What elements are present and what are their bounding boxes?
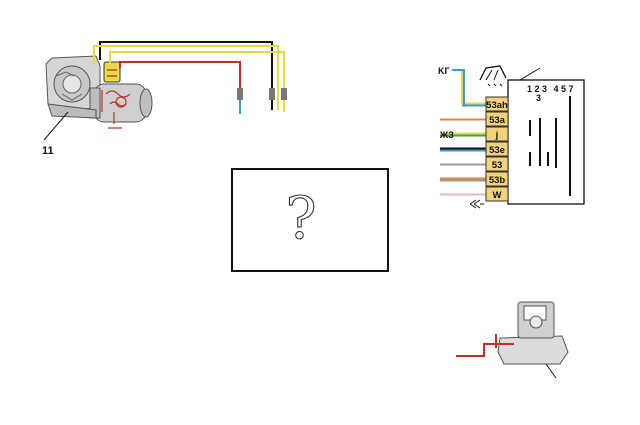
pin-box — [485, 186, 509, 202]
pin-label: 53a — [489, 115, 506, 126]
pin-box — [485, 156, 509, 172]
wire-red — [119, 61, 241, 112]
contact-bars — [529, 96, 571, 196]
pin-box — [485, 171, 509, 187]
switch-body — [507, 79, 585, 205]
pin-box — [485, 111, 509, 127]
motor-callout-number: 11 — [42, 145, 54, 157]
question-box-frame — [231, 168, 389, 272]
question-mark: ? — [285, 184, 316, 252]
limit-switch-red-wire — [456, 343, 514, 357]
pin-label: j — [495, 130, 499, 141]
pin-wire — [452, 69, 465, 105]
pin-box — [485, 96, 509, 112]
limit-switch-figure — [456, 301, 569, 379]
limit-switch-base — [497, 335, 569, 365]
pin-label: 53e — [489, 145, 505, 156]
pin-box — [485, 141, 509, 157]
windshield-wiper-icon — [479, 65, 507, 87]
wiper-motor-figure: 11 — [42, 55, 153, 157]
middle-wire-label: ЖЗ — [439, 130, 454, 140]
motor-internal-wiring — [101, 90, 131, 129]
pin-label: 53b — [489, 175, 506, 186]
top-left-wire-label: KГ — [438, 66, 450, 76]
motor-wires — [93, 41, 287, 114]
wire-yellow-1 — [93, 45, 279, 110]
ground-arrow-icon — [469, 199, 484, 209]
pin-label: 53 — [492, 160, 503, 171]
switch-position-sub: 3 — [536, 93, 541, 103]
pin-box — [485, 126, 509, 142]
switch-positions-row: 1 2 3 4 5 7 — [527, 84, 574, 94]
pin-label: 53ah — [486, 100, 508, 111]
question-box: ? — [231, 168, 389, 272]
wire-yellow-2 — [109, 51, 285, 112]
pin-wire — [452, 69, 463, 105]
motor-connector — [103, 61, 121, 83]
pin-label: W — [493, 190, 502, 201]
wire-black — [99, 41, 273, 110]
